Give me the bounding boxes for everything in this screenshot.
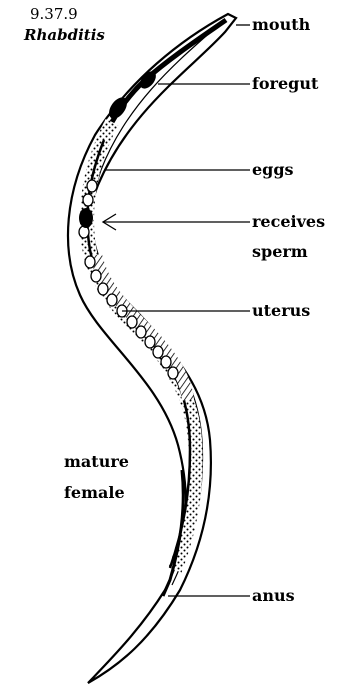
caption-mature: mature <box>64 451 129 473</box>
label-eggs: eggs <box>252 159 294 181</box>
label-foregut: foregut <box>252 73 318 95</box>
caption-female: female <box>64 482 125 504</box>
label-receives: receives <box>252 211 325 233</box>
figure-code: 9.37.9 <box>30 3 78 25</box>
genus-name: Rhabditis <box>24 24 105 46</box>
label-sperm: sperm <box>252 241 308 263</box>
label-anus: anus <box>252 585 295 607</box>
label-uterus: uterus <box>252 300 310 322</box>
spermatheca <box>79 208 93 228</box>
label-mouth: mouth <box>252 14 310 36</box>
